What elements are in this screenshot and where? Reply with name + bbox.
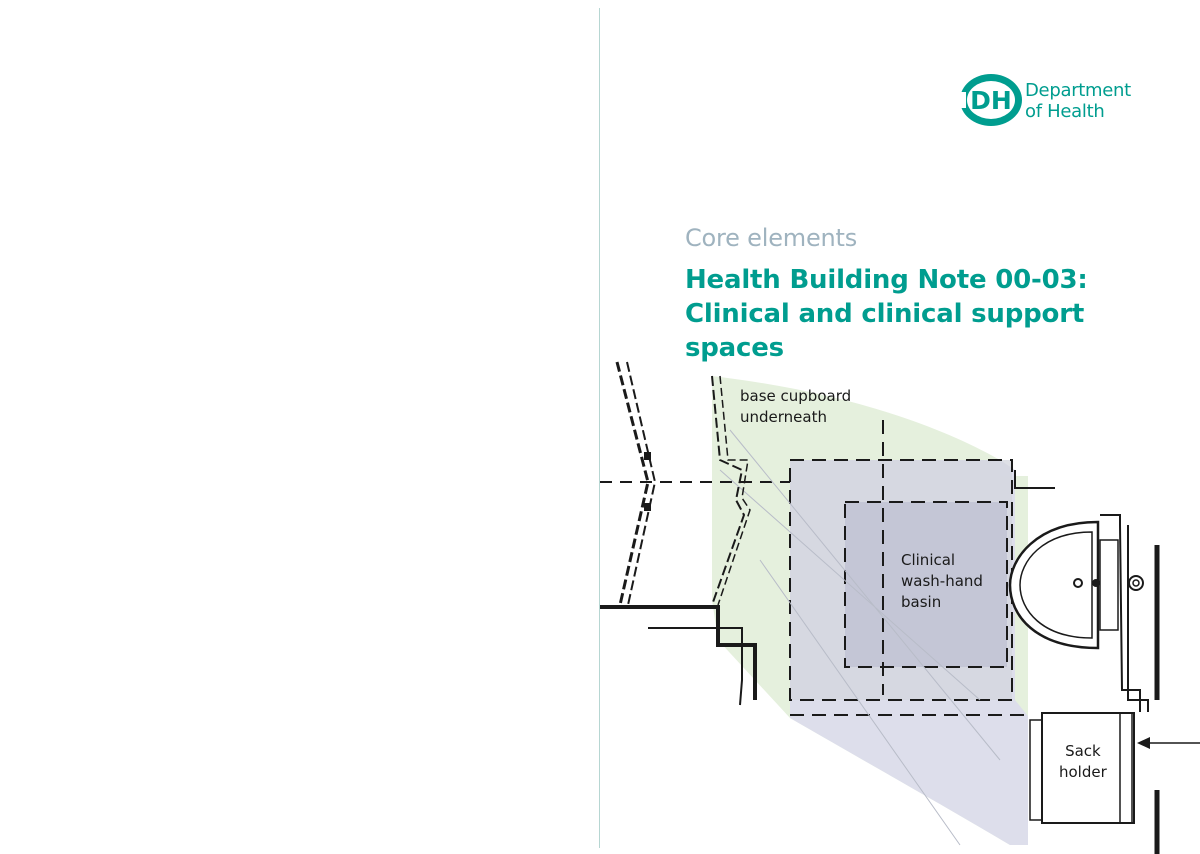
basin-tap — [1092, 579, 1100, 587]
label-base-cupboard: base cupboard underneath — [740, 386, 868, 428]
wall-lower-left-inner — [648, 627, 743, 706]
spine-divider — [599, 8, 600, 848]
wall-right-thin-2 — [1127, 525, 1149, 712]
wall-fitting-inner — [1132, 579, 1140, 587]
basin-bowl-inner — [1019, 531, 1093, 639]
basin-back — [1099, 539, 1119, 631]
door-leaf-left-inner — [626, 361, 657, 606]
label-basin-line3: basin — [901, 593, 942, 611]
label-sack-holder: Sack holder — [1059, 741, 1107, 783]
sack-holder-lid — [1119, 712, 1133, 824]
dh-logo-mark-icon: DH — [958, 74, 1022, 126]
wall-upper-right — [1014, 470, 1055, 489]
label-base-line1: base cupboard — [740, 387, 852, 405]
guide-lines — [719, 429, 1001, 846]
dh-logo-line1: Department — [1025, 80, 1131, 101]
wall-lower-left — [600, 605, 757, 700]
dh-logo-line2: of Health — [1025, 101, 1105, 122]
door-handle-lower — [644, 503, 651, 511]
floor-plan-illustration — [600, 361, 1200, 854]
dh-logo: DH Department of Health — [958, 70, 1148, 130]
sack-holder-side — [1029, 719, 1043, 821]
label-sack-line2: holder — [1059, 763, 1107, 781]
label-base-line2: underneath — [740, 408, 827, 426]
cover-subtitle: Core elements — [685, 224, 858, 252]
label-basin-line2: wash-hand — [901, 572, 983, 590]
label-clinical-basin: Clinical wash-hand basin — [901, 550, 983, 613]
dh-logo-wordmark: Department of Health — [1025, 80, 1131, 122]
door-leaf-right-inner — [717, 375, 751, 606]
label-basin-line1: Clinical — [901, 551, 956, 569]
basin-drain — [1073, 578, 1083, 588]
cover-title: Health Building Note 00-03: Clinical and… — [685, 265, 1088, 363]
dh-logo-mark-text: DH — [970, 86, 1012, 115]
sack-arrow-head-icon — [1137, 737, 1150, 749]
wall-fitting — [1128, 575, 1144, 591]
door-leaf-right — [711, 375, 746, 606]
door-leaf-left — [615, 361, 650, 606]
wall-right-thin — [1100, 514, 1141, 712]
door-handle-upper — [644, 452, 651, 460]
sack-holder-box — [1041, 712, 1135, 824]
label-sack-line1: Sack — [1065, 742, 1101, 760]
basin-inner-zone — [845, 502, 1007, 667]
basin-inner-dash — [844, 501, 1008, 668]
